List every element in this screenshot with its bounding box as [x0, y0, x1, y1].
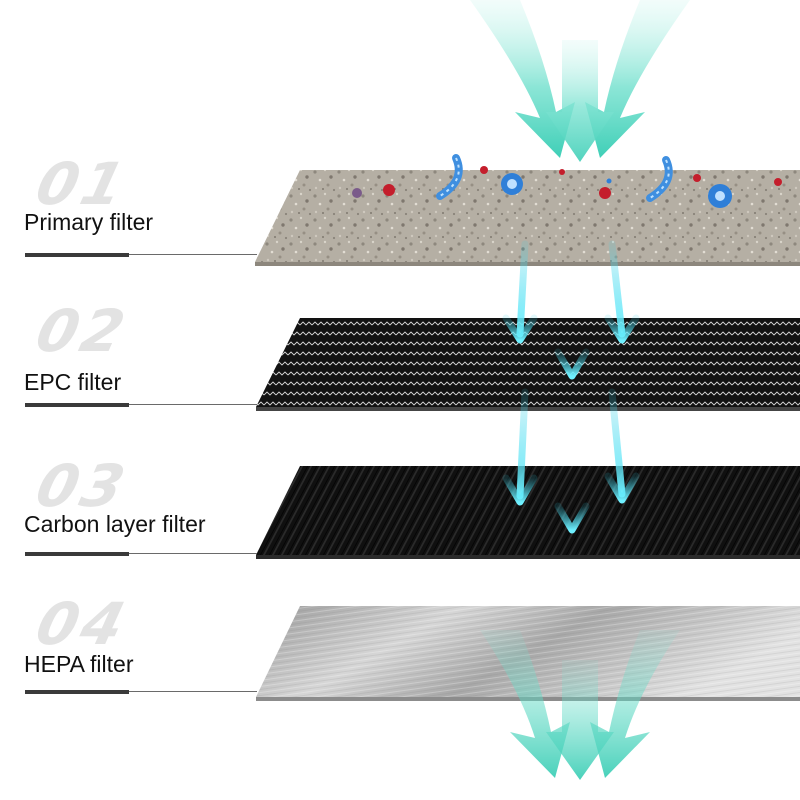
layer-number-3: 03 — [29, 452, 136, 520]
airflow-down-arrow — [502, 236, 640, 534]
bacteria-icon — [436, 154, 673, 202]
layer-number-4: 04 — [29, 590, 136, 658]
label-leader-line — [129, 404, 257, 405]
layer-label-epc-filter: EPC filter — [24, 369, 122, 395]
airflow-in-arrow — [470, 0, 690, 162]
label-leader-line — [129, 553, 257, 554]
label-leader-line — [129, 691, 257, 692]
layer-label-primary-filter: Primary filter — [24, 209, 154, 235]
layer-number-1: 01 — [29, 150, 136, 218]
layer-number-2: 02 — [29, 297, 136, 365]
label-bar — [25, 690, 129, 694]
particle-icon — [352, 166, 782, 199]
layer-label-hepa-filter: HEPA filter — [24, 651, 134, 677]
label-leader-line — [129, 254, 257, 255]
airflow-out-arrow — [480, 630, 680, 780]
label-bar — [25, 552, 129, 556]
virus-icon — [501, 173, 732, 208]
label-bar — [25, 403, 129, 407]
epc-filter-layer — [256, 318, 800, 411]
carbon-filter-layer — [256, 466, 800, 559]
layer-label-carbon-layer-filter: Carbon layer filter — [24, 511, 206, 537]
label-bar — [25, 253, 129, 257]
